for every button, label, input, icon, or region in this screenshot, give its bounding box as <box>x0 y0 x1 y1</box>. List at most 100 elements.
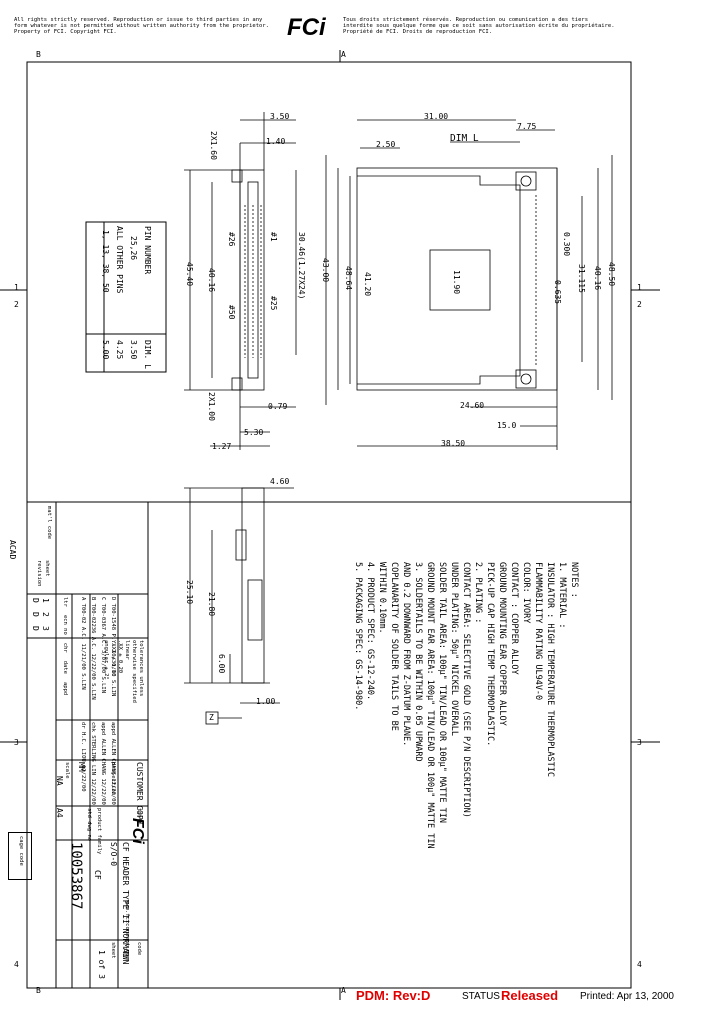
note-line: 3. SOLDERTAILS TO BE WITHIN 0.05 UPWARD <box>413 562 423 762</box>
notes-block: NOTES : 1. MATERIAL : INSULATOR : HIGH T… <box>352 562 580 849</box>
note-line: SOLDER TAIL AREA: 100µ" TIN/LEAD OR 100µ… <box>437 562 447 823</box>
dim-21.80: 21.80 <box>207 592 216 617</box>
status-label: STATUS <box>462 991 500 1002</box>
revision-label: revision <box>36 560 42 587</box>
rev-letter-1: D <box>31 598 40 603</box>
dim-15.0: 15.0 <box>497 421 517 430</box>
dim-40.16-left: 40.16 <box>207 268 216 293</box>
dim-43.00: 43.00 <box>321 258 330 283</box>
note-line: AND 0.2 DOWNWARD FROM Z-DATUM PLANE. <box>401 562 411 747</box>
note-line: NOTES : <box>569 562 579 598</box>
sign-row-3: appd ALLEN CHANG 12/22/00 <box>100 722 106 805</box>
dim-1.40: 1.40 <box>266 137 286 146</box>
dim-1.27: 1.27 <box>212 442 232 451</box>
pin-table-row1-dim: 3.50 <box>129 340 138 360</box>
dim-6.00: 6.00 <box>217 654 226 674</box>
dim-2x1.60: 2X1.60 <box>209 131 218 160</box>
pin-1-label: #1 <box>269 232 278 242</box>
dim-48.50: 48.50 <box>607 262 616 287</box>
note-line: 4. PRODUCT SPEC: GS-12-240. <box>365 562 375 701</box>
dim-1.00: 1.00 <box>256 697 276 706</box>
drawing-number: 10053867 <box>68 842 84 910</box>
code-label: code <box>136 942 142 956</box>
note-line: INSULATOR : HIGH TEMPERATURE THERMOPLAST… <box>545 562 555 777</box>
pin-table-row1-pin: 25,26 <box>129 236 138 261</box>
rev-row-a: A T00-02 A.C. 11/21/00 S.LIN <box>80 597 86 690</box>
zone-side-1-right: 1 <box>637 283 642 292</box>
dim-31.00: 31.00 <box>424 112 449 121</box>
datum-z: Z <box>209 713 214 722</box>
scale-value: NA <box>55 776 64 786</box>
fci-logo: FCi <box>287 14 326 41</box>
zone-side-1-left: 1 <box>14 283 19 292</box>
dim-24.60: 24.60 <box>460 401 485 410</box>
code-value: TWN <box>121 950 130 965</box>
pin-table-header-pin: PIN NUMBER <box>143 226 152 275</box>
zone-side-4-right: 4 <box>637 960 642 969</box>
pin-50-label: #50 <box>227 305 236 320</box>
fci-logo-titleblock: FCi <box>129 818 146 844</box>
note-line: GROUND MOUNTING EAR COPPER ALLOY <box>497 562 507 726</box>
note-line: COLOR: IVORY <box>521 562 531 624</box>
matl-code-label: mat'l code <box>46 506 52 540</box>
dim-7.75: 7.75 <box>517 122 537 131</box>
product-family: CF <box>93 870 102 880</box>
dim-40.16-right: 40.16 <box>593 266 602 291</box>
dim-4.60: 4.60 <box>270 477 290 486</box>
note-line: CONTACT AREA: SELECTIVE GOLD (SEE P/N DE… <box>461 562 471 818</box>
pin-table-row3-dim: 5.00 <box>101 340 110 360</box>
note-line: 1. MATERIAL : <box>557 562 567 629</box>
dim-45.40: 45.40 <box>185 262 194 287</box>
copyright-notice-fr: Tous droits strictement réservés. Reprod… <box>343 17 615 35</box>
title-line-2: S/O-0 <box>109 842 118 867</box>
pin-table-row3-pin: 1, 13, 38, 50 <box>101 230 110 293</box>
dim-30.46: 30.46(1.27X24) <box>297 232 306 300</box>
sheet-count-label: sheet <box>110 942 116 959</box>
note-line: PICK-UP CAP HIGH TEMP THERMOPLASTIC. <box>485 562 495 747</box>
zone-top-b: B <box>36 50 41 59</box>
pin-26-label: #26 <box>227 232 236 247</box>
dim-41.20: 41.20 <box>363 272 372 297</box>
sign-row-2: chk STERLING LIN 12/22/00 <box>90 722 96 805</box>
cage-code-box <box>8 832 32 880</box>
dim-2.50: 2.50 <box>376 140 396 149</box>
dim-48.64: 48.64 <box>344 266 353 291</box>
pin-25-label: #25 <box>269 296 278 311</box>
zone-side-2-left: 2 <box>14 300 19 309</box>
note-line: COPLANARITY OF SOLDER TAILS TO BE <box>389 562 399 731</box>
status-value: Released <box>501 988 559 1003</box>
zone-side-2-right: 2 <box>637 300 642 309</box>
pdm-revision: PDM: Rev:D <box>356 988 431 1003</box>
printed-date: Printed: Apr 13, 2000 <box>580 991 674 1002</box>
zone-top-a: A <box>341 50 346 59</box>
note-line: GROUND MOUNT EAR AREA: 100µ" TIN/LEAD OR… <box>425 562 435 849</box>
paper-size: A4 <box>55 808 64 818</box>
units-mm: MM <box>77 762 86 772</box>
dim-0.79: 0.79 <box>268 402 288 411</box>
sheet-rev-3: 3 <box>41 626 50 631</box>
note-line: FLAMMABILITY RATING UL94V-0 <box>533 562 543 701</box>
zone-side-4-left: 4 <box>14 960 19 969</box>
pin-table-row2-pin: ALL OTHER PINS <box>115 226 124 294</box>
rev-row-b: B T00-02236 A.C. 12/22/00 S.LIN <box>90 597 96 700</box>
sign-row-1: dr H.C. LIOU 12/22/00 <box>80 722 86 792</box>
sheet-rev-2: 2 <box>41 612 50 617</box>
dim-l-label: DIM L <box>450 133 479 144</box>
dim-38.50: 38.50 <box>441 439 466 448</box>
note-line: 2. PLATING : <box>473 562 483 624</box>
note-line: CONTACT : COPPER ALLOY <box>509 562 519 675</box>
copyright-notice-en: All rights strictly reserved. Reproducti… <box>14 17 269 35</box>
dim-31.115: 31.115 <box>577 264 586 293</box>
note-line: WITHIN 0.10mm. <box>377 562 387 634</box>
product-family-label: product family <box>96 808 102 855</box>
rev-letter-3: D <box>31 626 40 631</box>
dim-25.10: 25.10 <box>185 580 194 605</box>
std-dwg-label: std dwg no <box>86 808 92 842</box>
rev-letter-2: D <box>31 612 40 617</box>
pin-table-header-diml: DIM. L <box>143 340 152 369</box>
projection-label: projection <box>110 762 116 796</box>
scale-label: scale <box>64 762 70 779</box>
dim-11.90: 11.90 <box>452 270 461 295</box>
